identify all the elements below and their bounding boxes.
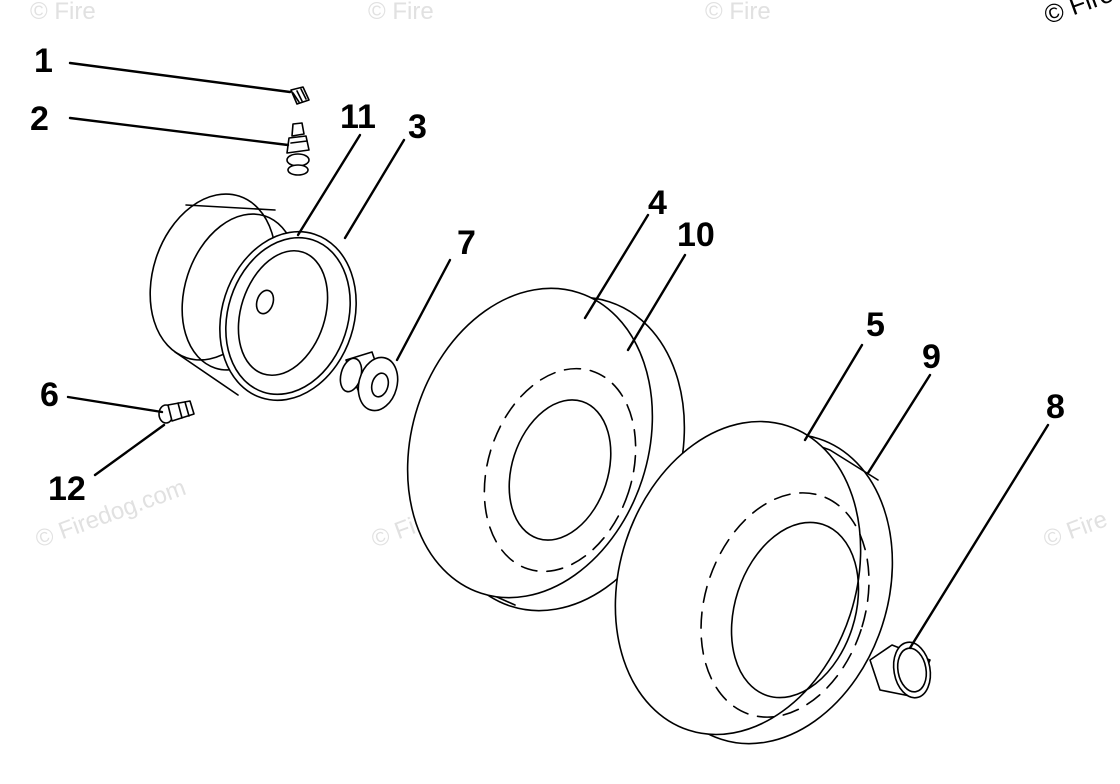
callout-9: 9	[922, 338, 941, 376]
callout-10: 10	[677, 216, 715, 254]
part-valve-stem	[286, 122, 310, 176]
part-tire	[406, 287, 686, 612]
callout-8: 8	[1046, 388, 1065, 426]
callout-11: 11	[340, 98, 376, 136]
callout-5: 5	[866, 306, 885, 344]
callout-4: 4	[648, 184, 667, 222]
part-wheel-rim	[149, 193, 357, 402]
part-bushing	[339, 351, 399, 412]
watermark-top-2: © Fire	[368, 0, 434, 25]
callout-12: 12	[48, 470, 86, 508]
callout-2: 2	[30, 100, 49, 138]
watermark-top-1: © Fire	[30, 0, 96, 25]
part-valve-cap	[290, 86, 310, 105]
watermark-top-3: © Fire	[705, 0, 771, 25]
callout-1: 1	[34, 42, 53, 80]
callout-7: 7	[457, 224, 476, 262]
part-grease-fitting	[158, 400, 195, 424]
leader-lines	[66, 61, 1050, 650]
part-hub-cap	[869, 641, 932, 699]
callout-6: 6	[40, 376, 59, 414]
callout-3: 3	[408, 108, 427, 146]
part-tire-with-tube	[614, 420, 894, 745]
